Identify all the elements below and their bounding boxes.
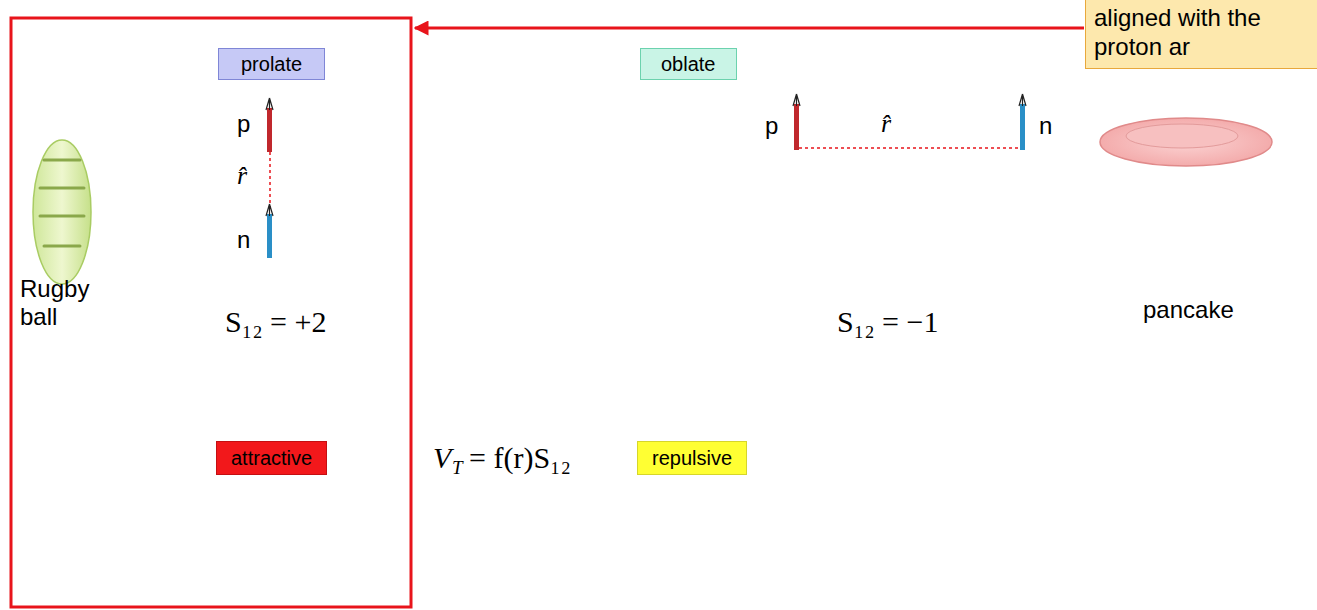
node-text: prolate (241, 52, 302, 76)
highlight-frame (11, 18, 411, 607)
particle-label: n (237, 226, 250, 254)
shape-tag: oblate (640, 48, 737, 80)
force-tag: attractive (216, 441, 327, 475)
node-text: attractive (231, 446, 312, 470)
unit-vector: r̂ (237, 161, 247, 191)
tensor-value: S₁₂ = −1 (837, 305, 938, 340)
node-text: repulsive (652, 446, 732, 470)
oblate-spins (793, 94, 1026, 150)
particle-label: p (237, 110, 250, 138)
leader-arrow (415, 27, 1084, 30)
shape-name: Rugby ball (20, 275, 110, 330)
prolate-spins (266, 98, 273, 258)
particle-label: p (765, 112, 778, 140)
unit-vector: r̂ (881, 109, 891, 139)
node-text: oblate (661, 52, 716, 76)
particle-label: n (1039, 112, 1052, 140)
shape-name: pancake (1143, 296, 1234, 324)
formula-subscript: T (452, 457, 463, 479)
tensor-value: S₁₂ = +2 (225, 305, 326, 340)
pancake-shape (1100, 118, 1272, 166)
node-text: aligned with the proton ar (1094, 4, 1309, 62)
shape-tag: prolate (218, 48, 325, 80)
formula-part: = f(r)S₁₂ (469, 441, 571, 476)
rugby-ball (33, 140, 91, 284)
callout-note: aligned with the proton ar (1085, 0, 1317, 69)
formula-part: V (433, 441, 451, 476)
force-tag: repulsive (637, 441, 747, 475)
